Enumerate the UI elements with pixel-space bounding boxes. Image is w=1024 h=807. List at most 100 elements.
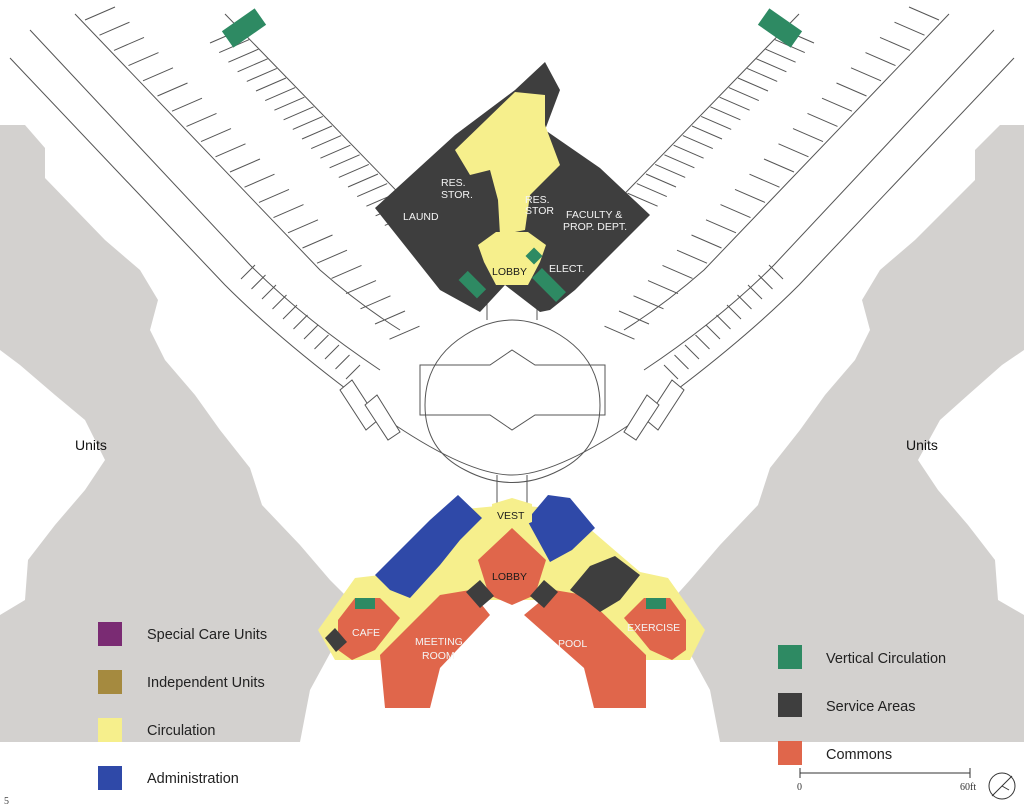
parking-stall-line xyxy=(894,21,925,36)
parking-stall-line xyxy=(282,304,298,320)
left-units-wing xyxy=(0,125,350,742)
special-care-swatch xyxy=(98,622,122,646)
legend-service-areas-label: Service Areas xyxy=(826,699,915,715)
parking-stall-line xyxy=(338,163,369,178)
parking-stall-line xyxy=(728,87,759,102)
parking-stall-line xyxy=(821,97,853,112)
cafe-room xyxy=(338,598,400,660)
south-lobby-label: LOBBY xyxy=(492,571,527,583)
east-service-block xyxy=(570,556,640,612)
parking-stall-line xyxy=(228,48,259,63)
parking-stall-line xyxy=(758,274,773,290)
parking-stall-line xyxy=(618,310,650,325)
parking-stall-line xyxy=(737,294,752,310)
lobby-south-room xyxy=(478,528,546,605)
parking-stall-line xyxy=(737,77,769,92)
independent-swatch xyxy=(98,670,122,694)
legend-special-care-label: Special Care Units xyxy=(147,627,267,643)
administration-swatch xyxy=(98,766,122,790)
parking-stall-line xyxy=(302,234,333,249)
cafe-label: CAFE xyxy=(352,627,380,639)
north-stair-small xyxy=(525,247,543,265)
vertical-circulation-swatch xyxy=(778,645,802,669)
parking-stall-line xyxy=(627,192,658,207)
parking-stall-line xyxy=(674,354,689,370)
north-stair-left xyxy=(458,270,487,299)
pool-label: POOL xyxy=(558,638,587,650)
pool-room xyxy=(524,590,646,708)
parking-stall-line xyxy=(200,128,232,143)
parking-stall-line xyxy=(274,96,305,111)
scale-end-label: 60ft xyxy=(960,782,976,793)
parking-stall-line xyxy=(908,6,940,21)
elect-label: ELECT. xyxy=(549,263,585,275)
parking-stall-line xyxy=(684,344,700,360)
parking-stall-line xyxy=(345,280,377,295)
parking-stall-line xyxy=(357,183,388,198)
inner-drive-right xyxy=(643,29,995,371)
parking-stall-line xyxy=(647,280,679,295)
commons-swatch xyxy=(778,741,802,765)
drop-off-circle xyxy=(424,319,601,483)
inner-drive-left xyxy=(29,29,381,371)
parking-stall-line xyxy=(636,183,667,198)
parking-stall-line xyxy=(272,294,287,310)
exercise-stair xyxy=(646,598,666,609)
west-inner-road xyxy=(74,13,401,331)
north-stair-right xyxy=(532,268,566,302)
legend-independent-label: Independent Units xyxy=(147,675,265,691)
res-stor-1-label-line2: STOR. xyxy=(441,189,473,201)
north-drive-right xyxy=(603,13,800,216)
parking-stall-line xyxy=(237,58,268,73)
parking-stall-line xyxy=(311,135,342,150)
parking-stall-line xyxy=(716,314,731,330)
meeting-label-line2: ROOM xyxy=(422,650,455,662)
faculty-label-line2: PROP. DEPT. xyxy=(563,221,627,233)
parking-stall-line xyxy=(676,249,708,264)
parking-stall-line xyxy=(734,188,766,203)
east-inner-road xyxy=(623,13,950,331)
parking-stall-line xyxy=(251,274,266,290)
parking-stall-line xyxy=(293,314,308,330)
parking-stall-line xyxy=(705,324,721,340)
parking-stall-line xyxy=(301,125,333,140)
parking-stall-line xyxy=(705,219,737,234)
parking-stall-line xyxy=(865,52,896,67)
parking-stall-line xyxy=(314,334,329,350)
legend-left: Special Care Units Independent Units Cir… xyxy=(98,622,267,790)
parking-stall-line xyxy=(691,125,723,140)
parking-stall-line xyxy=(747,67,778,82)
parking-stall-line xyxy=(142,67,174,82)
northwest-stair xyxy=(221,8,267,48)
exercise-room xyxy=(624,598,686,660)
south-service-link-east xyxy=(530,580,558,608)
parking-stall-line xyxy=(645,173,677,188)
service-areas-swatch xyxy=(778,693,802,717)
northeast-stair xyxy=(757,8,803,48)
parking-stall-line xyxy=(240,264,256,280)
legend-circulation-label: Circulation xyxy=(147,723,216,739)
parking-stall-line xyxy=(778,143,809,158)
south-service-link-west xyxy=(466,580,494,608)
parking-stall-line xyxy=(258,188,290,203)
res-stor-2-label-line1: RES. xyxy=(525,194,550,206)
parking-stall-line xyxy=(360,295,391,310)
parking-stall-line xyxy=(303,324,319,340)
parking-stall-line xyxy=(662,264,693,279)
parking-stall-line xyxy=(389,325,420,340)
parking-stall-line xyxy=(273,204,304,219)
parking-stall-line xyxy=(720,204,751,219)
legend-vertical-circulation-label: Vertical Circulation xyxy=(826,651,946,667)
parking-stall-line xyxy=(792,128,824,143)
parking-stall-line xyxy=(749,173,780,188)
legend-commons-label: Commons xyxy=(826,747,892,763)
vest-label: VEST xyxy=(497,510,525,522)
parking-stall-line xyxy=(261,284,277,300)
parking-stall-line xyxy=(171,97,203,112)
parking-stall-line xyxy=(655,163,686,178)
page-number: 5 xyxy=(4,796,9,807)
parking-stall-line xyxy=(320,144,351,159)
res-stor-1-label-line1: RES. xyxy=(441,177,466,189)
parking-stall-line xyxy=(246,67,277,82)
north-arrow-icon xyxy=(988,772,1016,800)
